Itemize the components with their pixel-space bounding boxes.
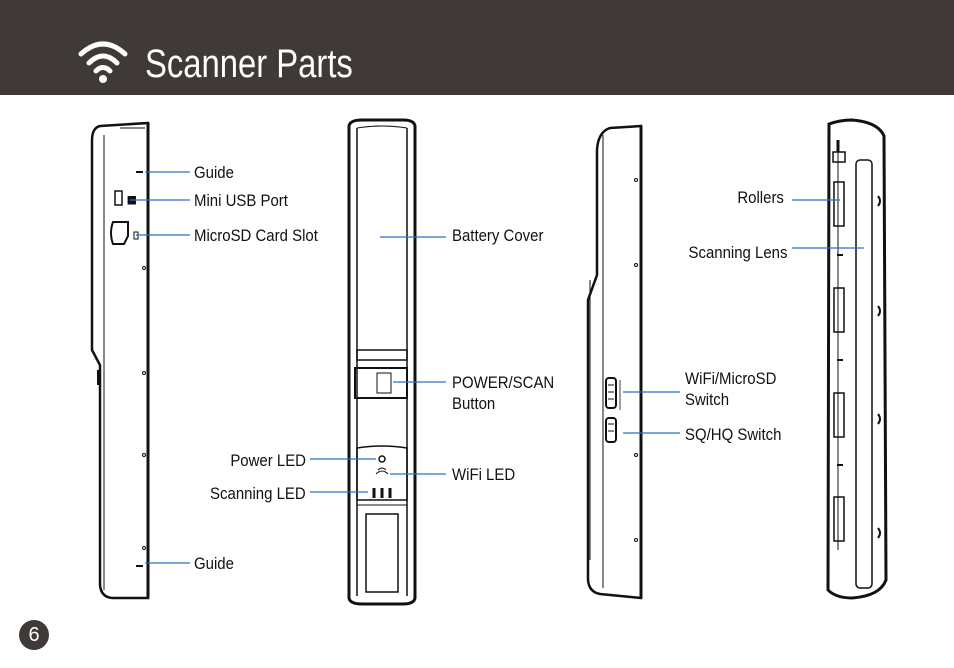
scanner-front-view bbox=[347, 118, 417, 606]
label-scanning-led: Scanning LED bbox=[210, 484, 306, 503]
scanner-side-view-left: ⯀ bbox=[90, 121, 150, 600]
label-guide-top: Guide bbox=[194, 163, 234, 182]
label-scanning-lens: Scanning Lens bbox=[688, 243, 787, 262]
scanner-side-view-right bbox=[586, 124, 643, 600]
label-microsd-card-slot: MicroSD Card Slot bbox=[194, 226, 318, 245]
page-number: 6 bbox=[19, 620, 49, 650]
label-rollers: Rollers bbox=[737, 188, 784, 207]
header-bar: Scanner Parts bbox=[0, 0, 954, 95]
label-wifi-microsd-switch-1: WiFi/MicroSD bbox=[685, 369, 777, 388]
svg-text:⯀: ⯀ bbox=[127, 194, 137, 208]
label-power-led: Power LED bbox=[230, 451, 306, 470]
label-wifi-microsd-switch-2: Switch bbox=[685, 390, 730, 409]
label-mini-usb-port: Mini USB Port bbox=[194, 191, 288, 210]
label-power-scan-button-2: Button bbox=[452, 394, 496, 413]
label-sq-hq-switch: SQ/HQ Switch bbox=[685, 425, 782, 444]
label-battery-cover: Battery Cover bbox=[452, 226, 544, 245]
wifi-icon bbox=[78, 41, 128, 83]
scanner-bottom-view bbox=[826, 118, 888, 600]
label-power-scan-button-1: POWER/SCAN bbox=[452, 373, 555, 392]
label-guide-bottom: Guide bbox=[194, 554, 234, 573]
callout-lines bbox=[130, 171, 864, 564]
label-wifi-led: WiFi LED bbox=[452, 465, 516, 484]
page-title: Scanner Parts bbox=[145, 42, 353, 86]
